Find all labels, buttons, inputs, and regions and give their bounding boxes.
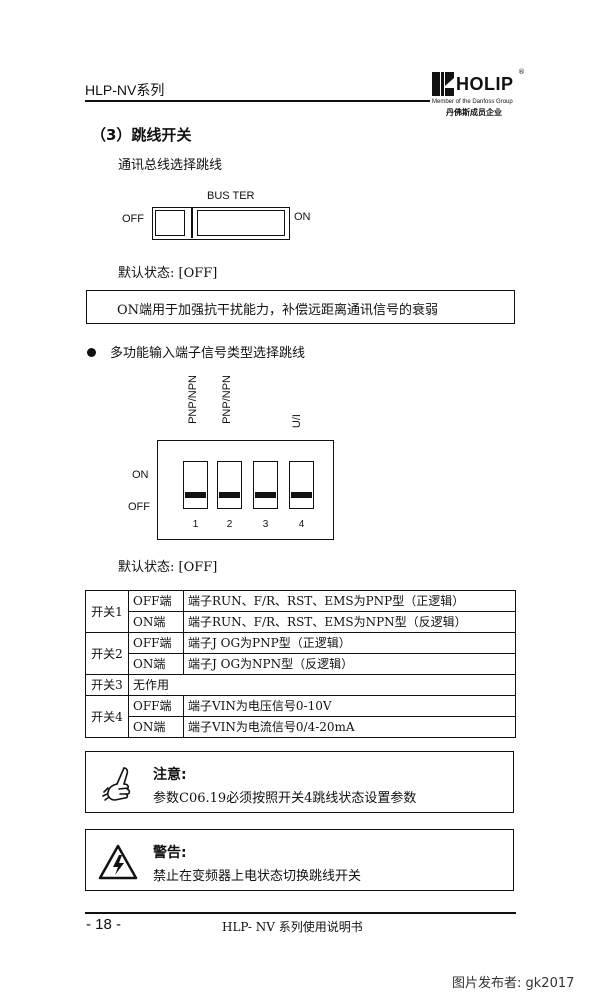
table-row: 开关4 OFF端 端子VIN为电压信号0-10V bbox=[85, 695, 516, 738]
dip-switch-3-lever bbox=[255, 492, 276, 498]
dip-switch-3 bbox=[253, 461, 278, 509]
bus-ter-switch bbox=[152, 207, 290, 240]
dip-switch-1 bbox=[183, 461, 208, 509]
switch4-type-label: U/I bbox=[291, 414, 303, 429]
table-cell-switch: 开关3 bbox=[85, 674, 129, 696]
table-row: 开关1 OFF端 端子RUN、F/R、RST、EMS为PNP型（正逻辑） bbox=[85, 590, 516, 633]
table-cell-desc: 端子VIN为电流信号0/4-20mA bbox=[183, 716, 516, 738]
bus-jumper-subtitle: 通讯总线选择跳线 bbox=[118, 158, 223, 173]
dip-switch-4-lever bbox=[291, 492, 312, 498]
table-cell-switch: 开关1 bbox=[85, 590, 129, 633]
bus-on-label: ON bbox=[294, 211, 311, 223]
holip-logo: HOLIP ® Member of the Danfoss Group 丹佛斯成… bbox=[432, 68, 525, 117]
dip-number-1: 1 bbox=[192, 519, 199, 530]
dip-off-label: OFF bbox=[128, 501, 150, 513]
dip-switch-1-lever bbox=[185, 492, 206, 498]
notice-text: 参数C06.19必须按照开关4跳线状态设置参数 bbox=[153, 791, 417, 806]
table-cell-state: ON端 bbox=[128, 716, 184, 738]
dip-switch-2 bbox=[217, 461, 242, 509]
header-series-title: HLP-NV系列 bbox=[85, 82, 165, 98]
table-row: 开关2 OFF端 端子J OG为PNP型（正逻辑） bbox=[85, 632, 516, 675]
multi-jumper-title: 多功能输入端子信号类型选择跳线 bbox=[110, 346, 306, 361]
table-cell-desc: 端子RUN、F/R、RST、EMS为PNP型（正逻辑） bbox=[183, 590, 516, 612]
dip-number-2: 2 bbox=[226, 519, 233, 530]
table-cell-switch: 开关2 bbox=[85, 632, 129, 675]
dip-switch-4 bbox=[289, 461, 314, 509]
table-cell-state: 无作用 bbox=[128, 674, 516, 696]
warning-text: 禁止在变频器上电状态切换跳线开关 bbox=[153, 869, 362, 884]
table-cell-state: OFF端 bbox=[128, 590, 184, 612]
dip-switch-2-lever bbox=[219, 492, 240, 498]
publisher-watermark: 图片发布者: gk2017 bbox=[452, 976, 575, 991]
notice-title: 注意: bbox=[153, 767, 187, 783]
logo-wordmark: HOLIP bbox=[456, 74, 514, 94]
bus-note-text: ON端用于加强抗干扰能力，补偿远距离通讯信号的衰弱 bbox=[117, 303, 439, 318]
bus-switch-divider bbox=[191, 208, 193, 238]
logo-registered-mark: ® bbox=[518, 68, 525, 76]
table-cell-desc: 端子J OG为PNP型（正逻辑） bbox=[183, 632, 516, 654]
bus-ter-label: BUS TER bbox=[207, 190, 255, 202]
dip-number-4: 4 bbox=[298, 519, 305, 530]
bus-off-label: OFF bbox=[122, 213, 144, 225]
notice-callout: 注意: 参数C06.19必须按照开关4跳线状态设置参数 bbox=[85, 751, 514, 813]
table-row: ON端 端子VIN为电流信号0/4-20mA bbox=[86, 716, 516, 738]
table-row: ON端 端子RUN、F/R、RST、EMS为NPN型（反逻辑） bbox=[86, 611, 516, 633]
holip-logo-mark-icon bbox=[432, 72, 454, 96]
table-cell-desc: 端子VIN为电压信号0-10V bbox=[183, 695, 516, 717]
table-cell-desc: 端子RUN、F/R、RST、EMS为NPN型（反逻辑） bbox=[183, 611, 516, 633]
switch2-type-label: PNP/NPN bbox=[221, 375, 233, 424]
dip-number-3: 3 bbox=[262, 519, 269, 530]
bus-default-state: 默认状态: [OFF] bbox=[118, 266, 218, 281]
logo-member-text: Member of the Danfoss Group bbox=[432, 99, 513, 105]
footer-rule bbox=[85, 912, 516, 914]
bus-switch-off-position bbox=[155, 210, 185, 236]
pointing-hand-icon bbox=[102, 767, 131, 801]
warning-title: 警告: bbox=[153, 845, 187, 861]
switch1-type-label: PNP/NPN bbox=[187, 375, 199, 424]
bus-switch-on-position bbox=[197, 210, 285, 236]
section-title: （3）跳线开关 bbox=[91, 126, 192, 144]
bullet-dot bbox=[87, 348, 96, 357]
dip-on-label: ON bbox=[132, 469, 149, 481]
header-rule bbox=[85, 100, 430, 102]
warning-callout: 警告: 禁止在变频器上电状态切换跳线开关 bbox=[85, 829, 514, 891]
bus-note-box: ON端用于加强抗干扰能力，补偿远距离通讯信号的衰弱 bbox=[86, 290, 515, 324]
table-cell-switch: 开关4 bbox=[85, 695, 129, 738]
switch-function-table: 开关1 OFF端 端子RUN、F/R、RST、EMS为PNP型（正逻辑） ON端… bbox=[85, 590, 516, 738]
table-cell-state: ON端 bbox=[128, 611, 184, 633]
electric-hazard-icon bbox=[98, 844, 138, 880]
table-cell-state: OFF端 bbox=[128, 632, 184, 654]
dip-switch-block: 1 2 3 4 bbox=[157, 440, 334, 540]
table-row: 开关3 无作用 bbox=[85, 674, 516, 696]
footer-manual-title: HLP- NV 系列使用说明书 bbox=[222, 920, 363, 934]
multi-default-state: 默认状态: [OFF] bbox=[118, 560, 218, 575]
table-row: ON端 端子J OG为NPN型（反逻辑） bbox=[86, 653, 516, 675]
logo-chinese-text: 丹佛斯成员企业 bbox=[446, 108, 502, 117]
page-number: - 18 - bbox=[86, 916, 122, 933]
table-cell-state: OFF端 bbox=[128, 695, 184, 717]
table-cell-desc: 端子J OG为NPN型（反逻辑） bbox=[183, 653, 516, 675]
table-cell-state: ON端 bbox=[128, 653, 184, 675]
